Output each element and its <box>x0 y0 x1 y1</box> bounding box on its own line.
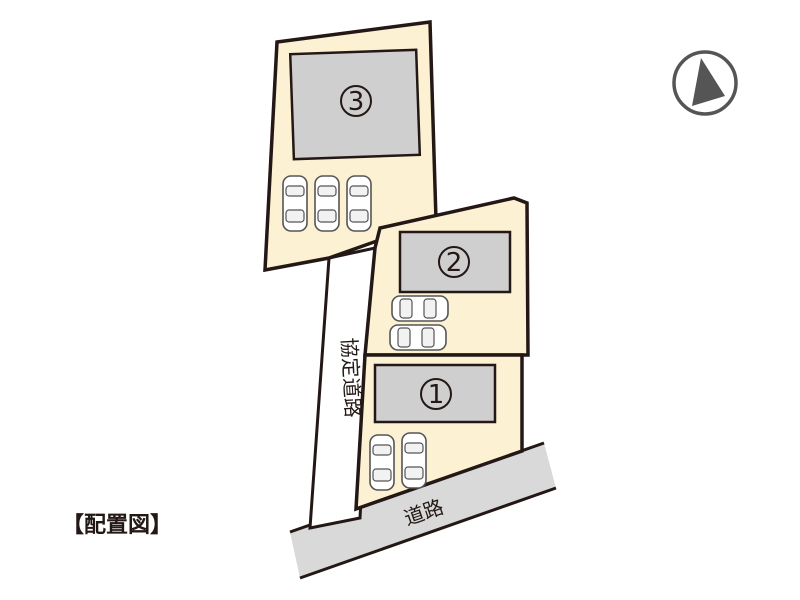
lot-3-parking <box>282 175 372 232</box>
lot-1-house <box>373 363 497 424</box>
lot-3-number-digit: 3 <box>348 87 365 117</box>
car-icon <box>389 324 447 351</box>
lot-1[interactable]: 1 ① <box>354 353 524 512</box>
lot-1-number-digit: 1 <box>428 380 445 410</box>
car-icon <box>369 434 395 491</box>
car-icon <box>401 432 427 489</box>
lot-3-number-circle <box>340 85 372 117</box>
car-icon <box>346 175 372 232</box>
lot-2-number-circle <box>438 246 470 278</box>
car-icon <box>314 175 340 232</box>
lot-3-house <box>288 48 422 161</box>
car-icon <box>391 295 449 322</box>
diagram-title: 【配置図】 <box>62 513 172 538</box>
lot-2-parking <box>389 295 449 351</box>
lot-2-house <box>398 230 512 294</box>
lot-1-parking <box>369 432 427 491</box>
lot-2-number-digit: 2 <box>446 248 463 278</box>
lot-1-number-circle <box>420 378 452 410</box>
north-arrow-icon <box>672 50 738 116</box>
car-icon <box>282 175 308 232</box>
